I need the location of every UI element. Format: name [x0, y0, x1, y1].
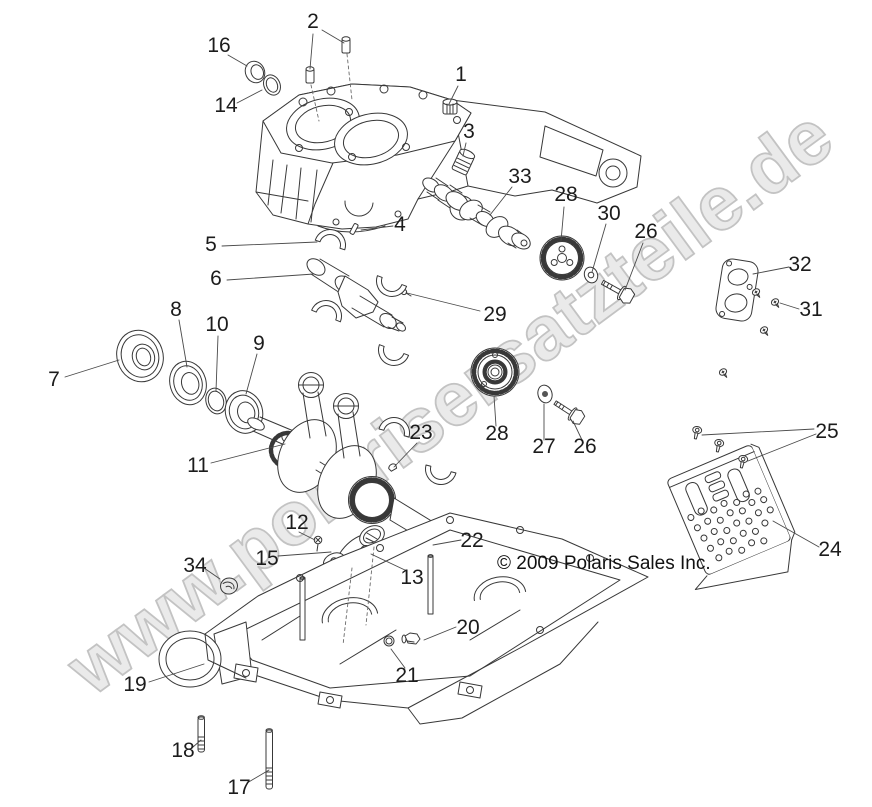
part-washer-27 [537, 384, 553, 404]
part-camshaft-33 [422, 177, 531, 250]
part-oring-21 [383, 635, 395, 647]
part-washer-30 [583, 266, 599, 284]
part-upper-crankcase [255, 83, 642, 233]
copyright-text: © 2009 Polaris Sales Inc. [497, 553, 711, 574]
part-lower-crankcase-19 [158, 512, 649, 725]
part-gasket-32 [715, 258, 759, 322]
part-plug-20 [401, 632, 421, 645]
part-plug-34 [220, 577, 238, 595]
part-seal-7 [116, 329, 164, 383]
part-plug-3 [451, 148, 476, 176]
part-balance-shaft-6 [306, 258, 406, 332]
part-plug-16 [244, 60, 266, 84]
part-baffle-plate-24 [667, 443, 796, 590]
part-pin-4 [349, 223, 359, 235]
part-stud-18 [197, 715, 205, 753]
part-plug-1 [442, 98, 458, 115]
part-bearing-8 [169, 360, 207, 406]
part-crank-gear-28 [470, 347, 520, 397]
part-stud-17 [265, 728, 273, 790]
projection-lines [310, 53, 375, 646]
part-bolt-26-top [600, 279, 636, 304]
part-screw-12 [313, 535, 323, 552]
part-screws-31 [718, 288, 780, 378]
leader-lines [64, 29, 820, 784]
part-snap-ring-10 [205, 387, 227, 415]
part-cam-gear-28 [539, 235, 585, 281]
part-oring-14 [263, 74, 281, 96]
part-bolt-26-bottom [553, 400, 586, 425]
part-screws-25 [692, 425, 749, 469]
